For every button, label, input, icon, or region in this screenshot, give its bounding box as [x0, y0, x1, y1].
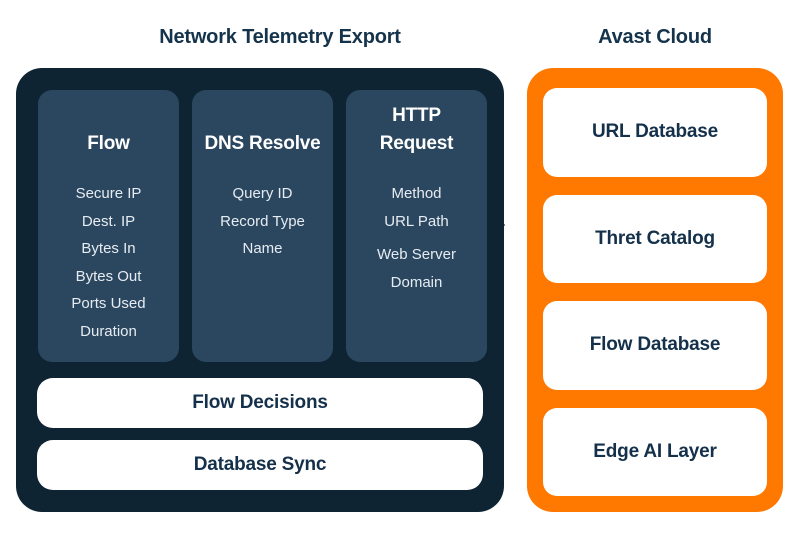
http-request-column-items: Method URL Path Web Server Domain — [354, 180, 479, 296]
dns-resolve-column: DNS Resolve Query ID Record Type Name — [192, 90, 333, 362]
flow-item: Bytes In — [81, 240, 136, 257]
cloud-panel-title: Avast Cloud — [598, 26, 712, 48]
threat-catalog-card: Thret Catalog — [543, 194, 767, 283]
http-request-column: HTTP Request Method URL Path Web Server … — [346, 90, 487, 362]
http-item: URL Path — [384, 212, 449, 230]
flow-column: Flow Secure IP Dest. IP Bytes In Bytes O… — [38, 90, 179, 362]
flow-decisions-bar: Flow Decisions — [37, 378, 483, 428]
database-sync-bar: Database Sync — [37, 440, 483, 490]
flow-column-title: Flow — [87, 133, 130, 154]
dns-item: Query ID — [232, 185, 293, 202]
dns-item: Record Type — [220, 212, 305, 230]
edge-ai-layer-card: Edge AI Layer — [543, 407, 767, 496]
flow-item: Dest. IP — [81, 212, 136, 230]
flow-database-card: Flow Database — [543, 301, 767, 390]
http-item: Web Server Domain — [377, 246, 456, 291]
http-request-column-title: HTTP Request — [379, 105, 454, 154]
url-database-card: URL Database — [543, 88, 767, 177]
dns-item: Name — [242, 240, 283, 257]
flow-column-items: Secure IP Dest. IP Bytes In Bytes Out Po… — [46, 180, 171, 345]
flow-arrow-icon — [487, 205, 505, 245]
flow-item: Ports Used — [71, 295, 146, 312]
flow-item: Duration — [80, 322, 137, 340]
http-item: Method — [391, 185, 442, 202]
telemetry-panel-title: Network Telemetry Export — [159, 26, 401, 48]
dns-resolve-column-title: DNS Resolve — [204, 133, 321, 154]
telemetry-panel: Flow Secure IP Dest. IP Bytes In Bytes O… — [16, 68, 504, 512]
dns-resolve-column-items: Query ID Record Type Name — [200, 180, 325, 263]
flow-item: Bytes Out — [75, 267, 142, 285]
flow-item: Secure IP — [75, 185, 142, 202]
cloud-panel: URL Database Thret Catalog Flow Database… — [527, 68, 783, 512]
